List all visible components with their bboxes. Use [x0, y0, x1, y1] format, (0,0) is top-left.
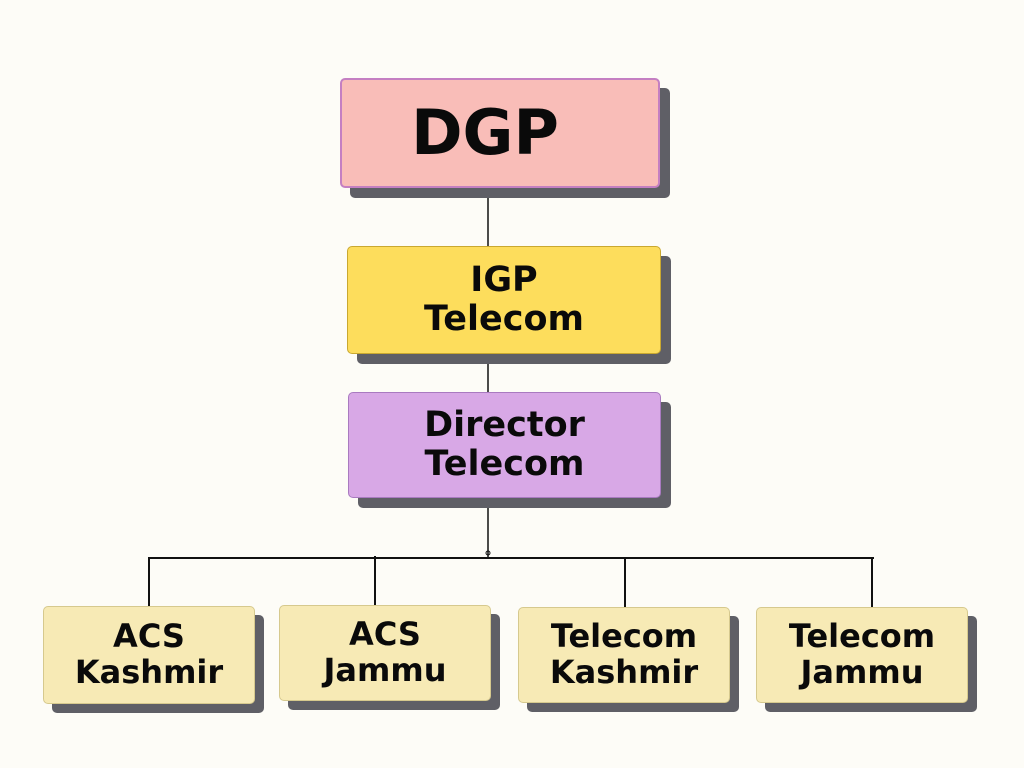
- node-telecom-kashmir: Telecom Kashmir: [518, 607, 730, 703]
- node-igp-telecom-line-2: Telecom: [424, 299, 584, 339]
- node-igp-telecom-line-1: IGP: [470, 259, 538, 300]
- node-telecom-kashmir-line-2: Kashmir: [549, 653, 699, 691]
- node-telecom-jammu-line-2: Jammu: [800, 653, 924, 691]
- node-director-telecom-line-1: Director: [424, 404, 585, 445]
- node-acs-kashmir-line-2: Kashmir: [74, 653, 224, 691]
- connector-junction-dot: [485, 550, 491, 556]
- node-dgp-label: DGP: [411, 96, 559, 170]
- node-telecom-kashmir-line-1: Telecom: [550, 617, 698, 656]
- node-acs-kashmir-line-1: ACS: [113, 617, 185, 656]
- node-telecom-jammu: Telecom Jammu: [756, 607, 968, 703]
- node-director-telecom: Director Telecom: [348, 392, 661, 498]
- node-acs-jammu-line-2: Jammu: [323, 651, 447, 689]
- node-dgp: DGP: [340, 78, 660, 188]
- node-acs-kashmir: ACS Kashmir: [43, 606, 255, 704]
- node-director-telecom-line-2: Telecom: [424, 444, 585, 484]
- node-igp-telecom: IGP Telecom: [347, 246, 661, 354]
- node-telecom-jammu-line-1: Telecom: [788, 617, 936, 656]
- node-acs-jammu-line-1: ACS: [349, 615, 421, 654]
- node-acs-jammu: ACS Jammu: [279, 605, 491, 701]
